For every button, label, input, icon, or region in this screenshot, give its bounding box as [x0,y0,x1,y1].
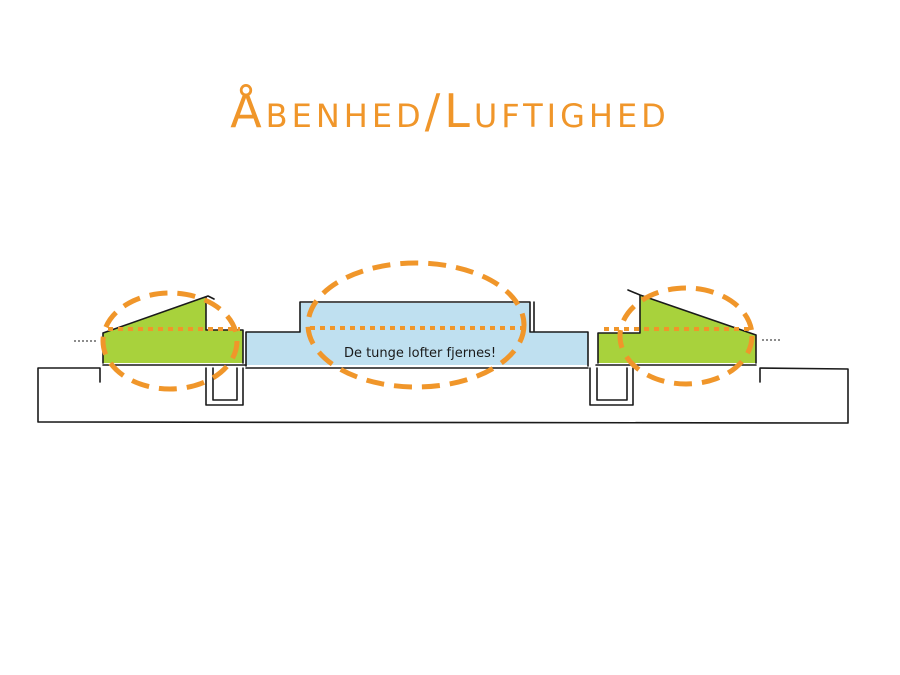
ceiling-dotted-lines [108,326,752,331]
left-foundation [205,367,244,406]
blue-fills [246,303,588,365]
annotation-text: De tunge lofter fjernes! [344,346,496,361]
right-foundation [589,367,634,406]
highlight-ellipses [100,260,755,392]
center-structure [245,301,589,367]
ground-top-line [102,364,757,369]
left-ellipse [100,290,240,392]
center-ellipse [305,260,527,390]
ground-slab [37,367,849,424]
right-ellipse [617,285,755,387]
center-blue-space [246,303,588,365]
page-title: Åbenhed/Luftighed [230,84,670,138]
